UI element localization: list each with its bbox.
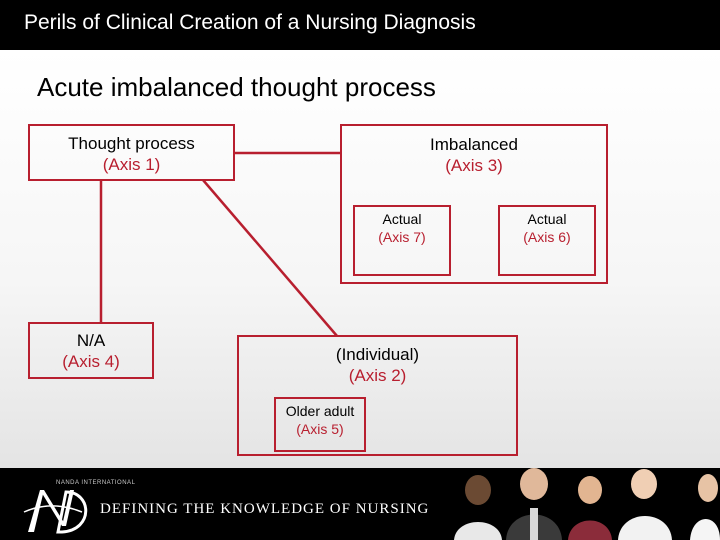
na-label: N/A	[76, 331, 106, 350]
actual-6-axis: (Axis 6)	[523, 228, 571, 245]
thought-process-axis: (Axis 1)	[102, 155, 161, 175]
box-thought-process: Thought process (Axis 1)	[28, 124, 235, 181]
individual-axis: (Axis 2)	[348, 366, 407, 386]
nanda-org-name: NANDA INTERNATIONAL	[56, 480, 136, 486]
imbalanced-label: Imbalanced	[430, 135, 518, 154]
tagline: DEFINING THE KNOWLEDGE OF NURSING	[100, 501, 430, 517]
title-bar: Perils of Clinical Creation of a Nursing…	[0, 0, 720, 50]
nanda-nd-logo-icon	[23, 490, 88, 534]
box-older-adult: Older adult (Axis 5)	[274, 397, 366, 452]
diagnosis-heading: Acute imbalanced thought process	[37, 72, 436, 102]
box-actual-axis-6: Actual (Axis 6)	[498, 205, 596, 276]
older-adult-axis: (Axis 5)	[296, 420, 344, 437]
box-actual-axis-7: Actual (Axis 7)	[353, 205, 451, 276]
actual-7-axis: (Axis 7)	[378, 228, 426, 245]
footer-banner: NANDA INTERNATIONAL DEFINING THE KNOWLED…	[0, 468, 720, 540]
nurses-photo	[450, 468, 720, 540]
imbalanced-axis: (Axis 3)	[445, 156, 503, 176]
older-adult-label: Older adult	[285, 403, 355, 419]
actual-7-label: Actual	[382, 211, 422, 227]
slide-title: Perils of Clinical Creation of a Nursing…	[24, 11, 476, 34]
box-na: N/A (Axis 4)	[28, 322, 154, 379]
thought-process-label: Thought process	[68, 134, 195, 153]
actual-6-label: Actual	[527, 211, 567, 227]
box-individual: (Individual) (Axis 2)	[237, 335, 518, 456]
individual-label: (Individual)	[335, 345, 420, 364]
box-imbalanced: Imbalanced (Axis 3)	[340, 124, 608, 284]
na-axis: (Axis 4)	[62, 352, 120, 372]
